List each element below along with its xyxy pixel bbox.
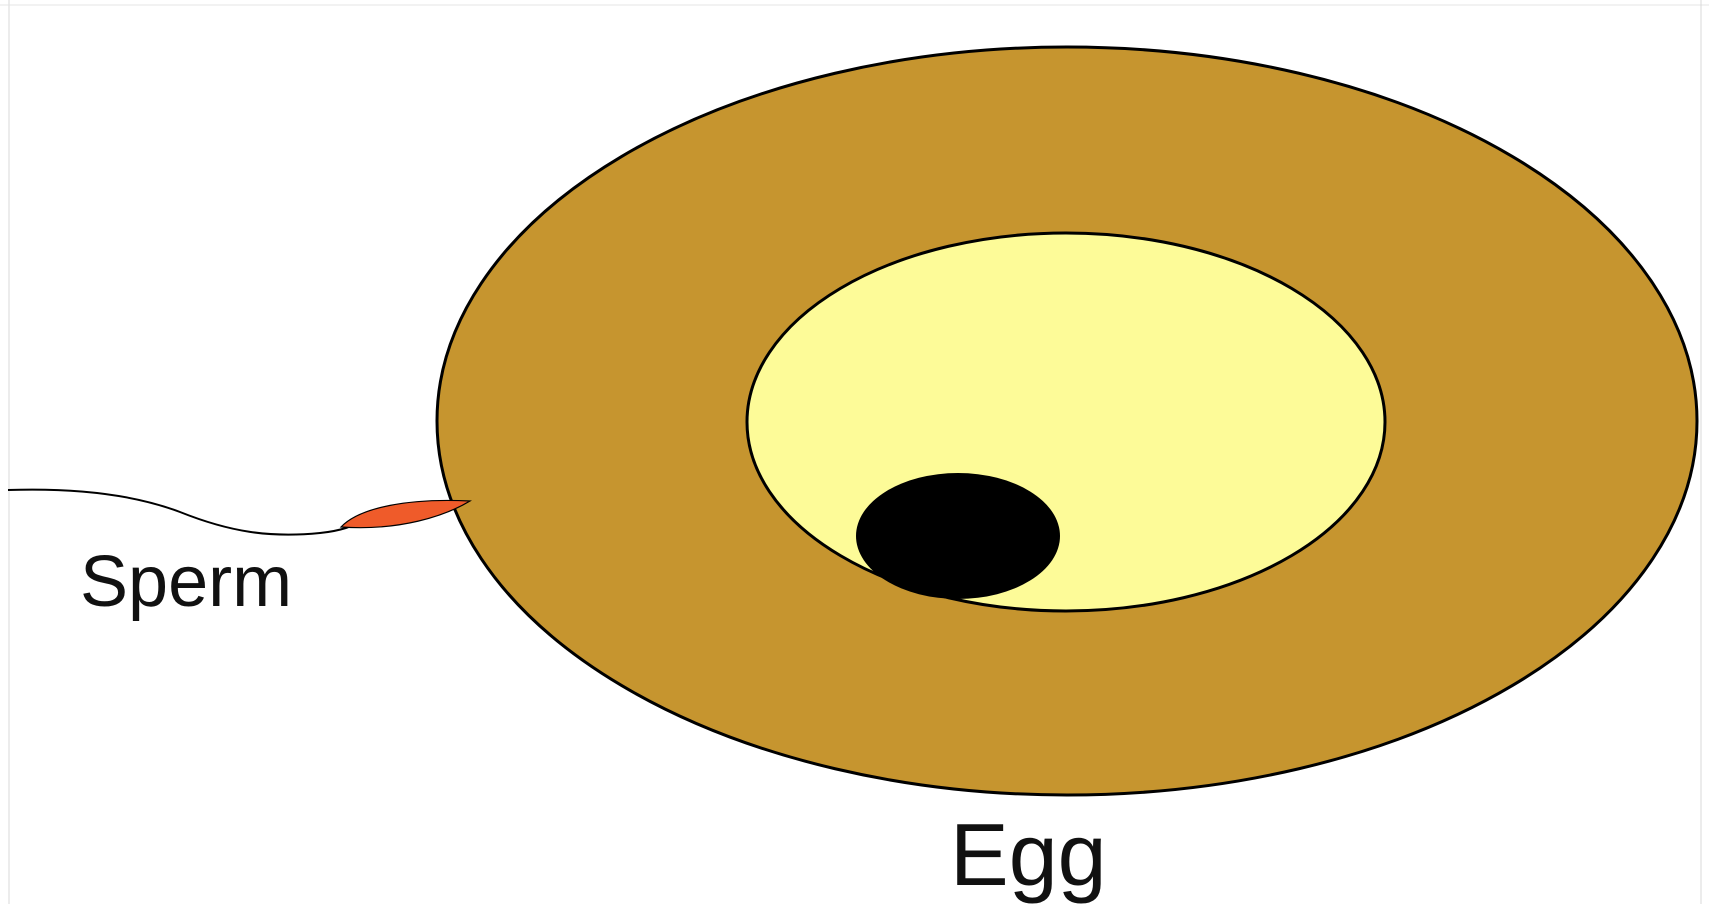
sperm-tail <box>8 490 362 535</box>
egg-nucleus <box>856 473 1060 599</box>
egg-cytoplasm <box>747 233 1385 611</box>
sperm-head <box>341 500 470 527</box>
sperm-label: Sperm <box>80 542 292 622</box>
egg-label: Egg <box>950 805 1107 904</box>
